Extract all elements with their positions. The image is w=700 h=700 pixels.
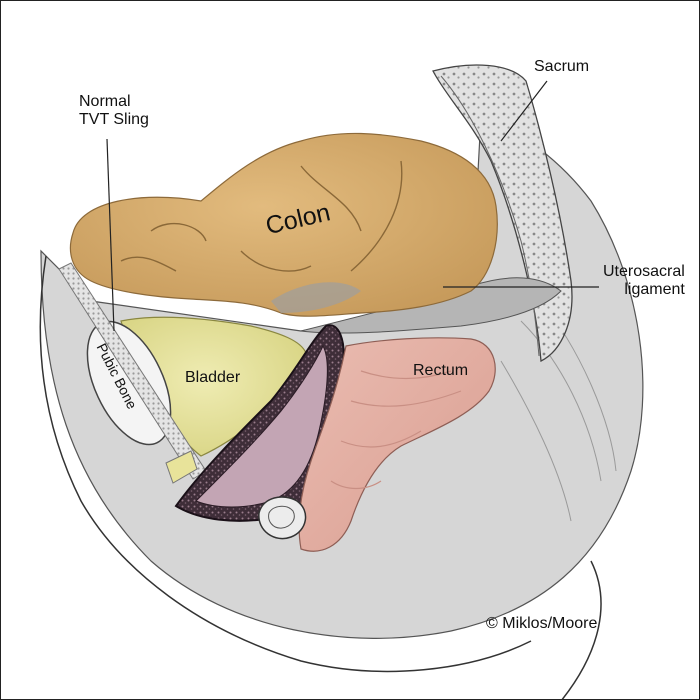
uterosacral-label-line2: ligament [624,280,685,298]
anal-sphincter [258,496,307,540]
rectum-striation [330,370,462,490]
rectum-organ [298,337,496,552]
uterosacral-label-line1: Uterosacral [603,263,685,280]
tvt-sling-end [165,450,198,484]
rectum-label: Rectum [413,362,469,379]
sling-leader-line [106,138,115,332]
sacrum-edge [440,75,540,357]
posterior-skin [561,560,602,699]
lower-abdomen-skin [39,255,532,673]
uterosacral-ligament-label: Uterosacral ligament [603,263,685,299]
colon-shadow [271,282,361,313]
copyright-notice: © Miklos/Moore [486,615,598,632]
sacrum-label: Sacrum [534,58,590,75]
tvt-sling-label-line2: TVT Sling [79,110,149,128]
colon-organ [69,132,498,317]
sacrum-leader-line [500,80,548,142]
tvt-sling-label: Normal TVT Sling [79,93,149,129]
colon-folds [120,160,403,272]
bladder-label: Bladder [185,369,241,386]
tvt-sling-label-line1: Normal [79,93,131,110]
anal-sphincter-inner [268,505,295,529]
